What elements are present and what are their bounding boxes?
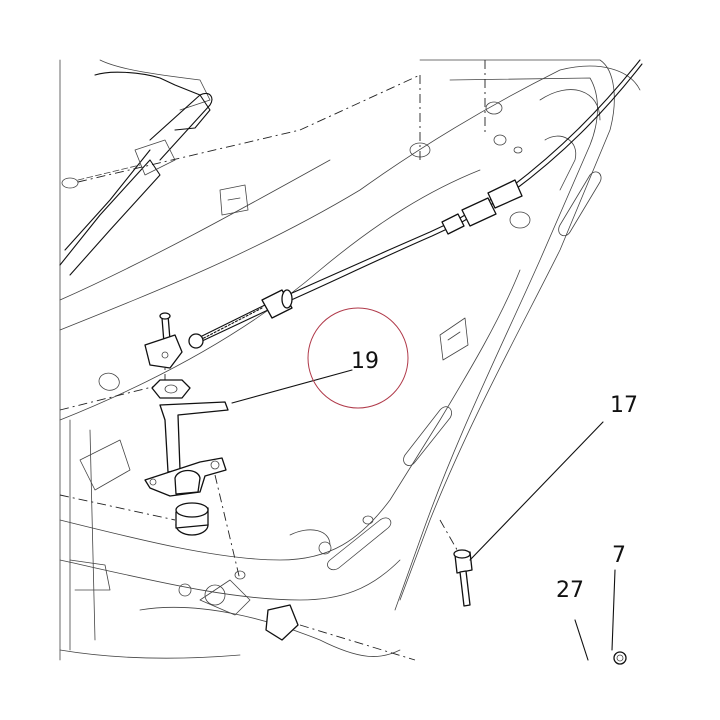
pin-part-17 [453,549,473,607]
leader-lines [59,60,486,661]
callout-19: 19 [351,349,379,374]
callout-27: 27 [556,578,584,603]
cable-assembly [188,59,643,349]
callout-19-highlight-circle [307,307,409,409]
bolt-part-7 [613,651,627,665]
frame-outline [59,59,641,661]
callout-17: 17 [610,393,638,418]
callout-leaders [231,369,616,661]
lever-bracket-assembly [144,312,299,641]
callout-7: 7 [612,543,626,568]
